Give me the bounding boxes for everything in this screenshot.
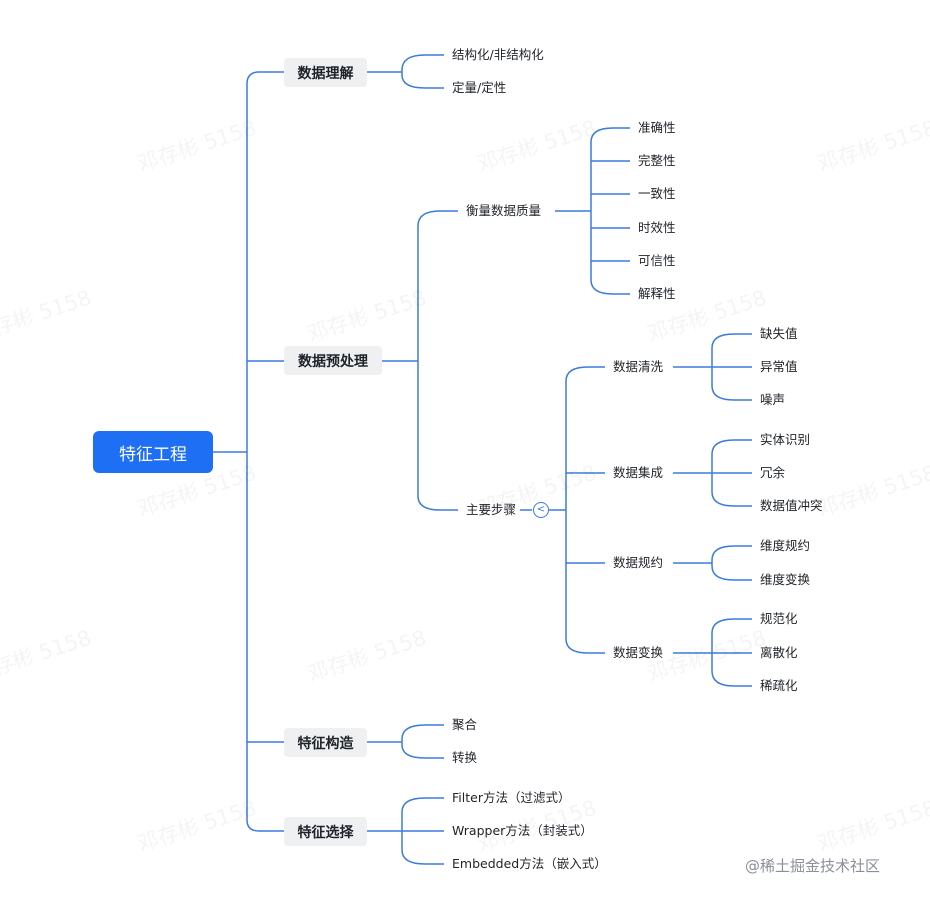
leaf-entity-recognition[interactable]: 实体识别 — [760, 432, 811, 447]
root-node[interactable]: 特征工程 — [93, 431, 213, 473]
node-data-transformation[interactable]: 数据变换 — [613, 645, 664, 660]
leaf-aggregation[interactable]: 聚合 — [452, 717, 478, 732]
leaf-interpretability[interactable]: 解释性 — [638, 286, 676, 301]
leaf-wrapper-method[interactable]: Wrapper方法（封装式） — [452, 823, 593, 838]
node-data-preprocessing[interactable]: 数据预处理 — [284, 346, 382, 375]
leaf-discretization[interactable]: 离散化 — [760, 645, 798, 660]
leaf-outliers[interactable]: 异常值 — [760, 359, 798, 374]
leaf-normalization[interactable]: 规范化 — [760, 611, 798, 626]
node-quality-measure[interactable]: 衡量数据质量 — [466, 203, 542, 218]
node-feature-construction[interactable]: 特征构造 — [284, 728, 367, 757]
site-credit: @稀土掘金技术社区 — [745, 857, 881, 875]
node-data-integration[interactable]: 数据集成 — [613, 465, 664, 480]
leaf-conversion[interactable]: 转换 — [452, 750, 478, 765]
leaf-sparsification[interactable]: 稀疏化 — [760, 678, 798, 693]
node-feature-selection[interactable]: 特征选择 — [284, 817, 367, 846]
leaf-completeness[interactable]: 完整性 — [638, 153, 676, 168]
leaf-credibility[interactable]: 可信性 — [638, 253, 676, 268]
node-data-cleaning[interactable]: 数据清洗 — [613, 359, 664, 374]
leaf-dimension-transform[interactable]: 维度变换 — [760, 572, 811, 587]
leaf-timeliness[interactable]: 时效性 — [638, 220, 676, 235]
leaf-structured[interactable]: 结构化/非结构化 — [452, 47, 544, 62]
leaf-noise[interactable]: 噪声 — [760, 392, 786, 407]
leaf-quantitative[interactable]: 定量/定性 — [452, 80, 507, 95]
leaf-redundancy[interactable]: 冗余 — [760, 465, 786, 480]
leaf-consistency[interactable]: 一致性 — [638, 186, 676, 201]
leaf-embedded-method[interactable]: Embedded方法（嵌入式） — [452, 856, 607, 871]
leaf-value-conflict[interactable]: 数据值冲突 — [760, 498, 823, 513]
collapse-toggle-icon[interactable]: < — [533, 502, 549, 518]
node-data-understanding[interactable]: 数据理解 — [284, 58, 367, 87]
leaf-accuracy[interactable]: 准确性 — [638, 120, 676, 135]
leaf-dimension-reduction[interactable]: 维度规约 — [760, 538, 811, 553]
leaf-filter-method[interactable]: Filter方法（过滤式） — [452, 790, 571, 805]
leaf-missing-values[interactable]: 缺失值 — [760, 326, 798, 341]
node-data-reduction[interactable]: 数据规约 — [613, 555, 664, 570]
node-main-steps[interactable]: 主要步骤 — [466, 502, 517, 517]
